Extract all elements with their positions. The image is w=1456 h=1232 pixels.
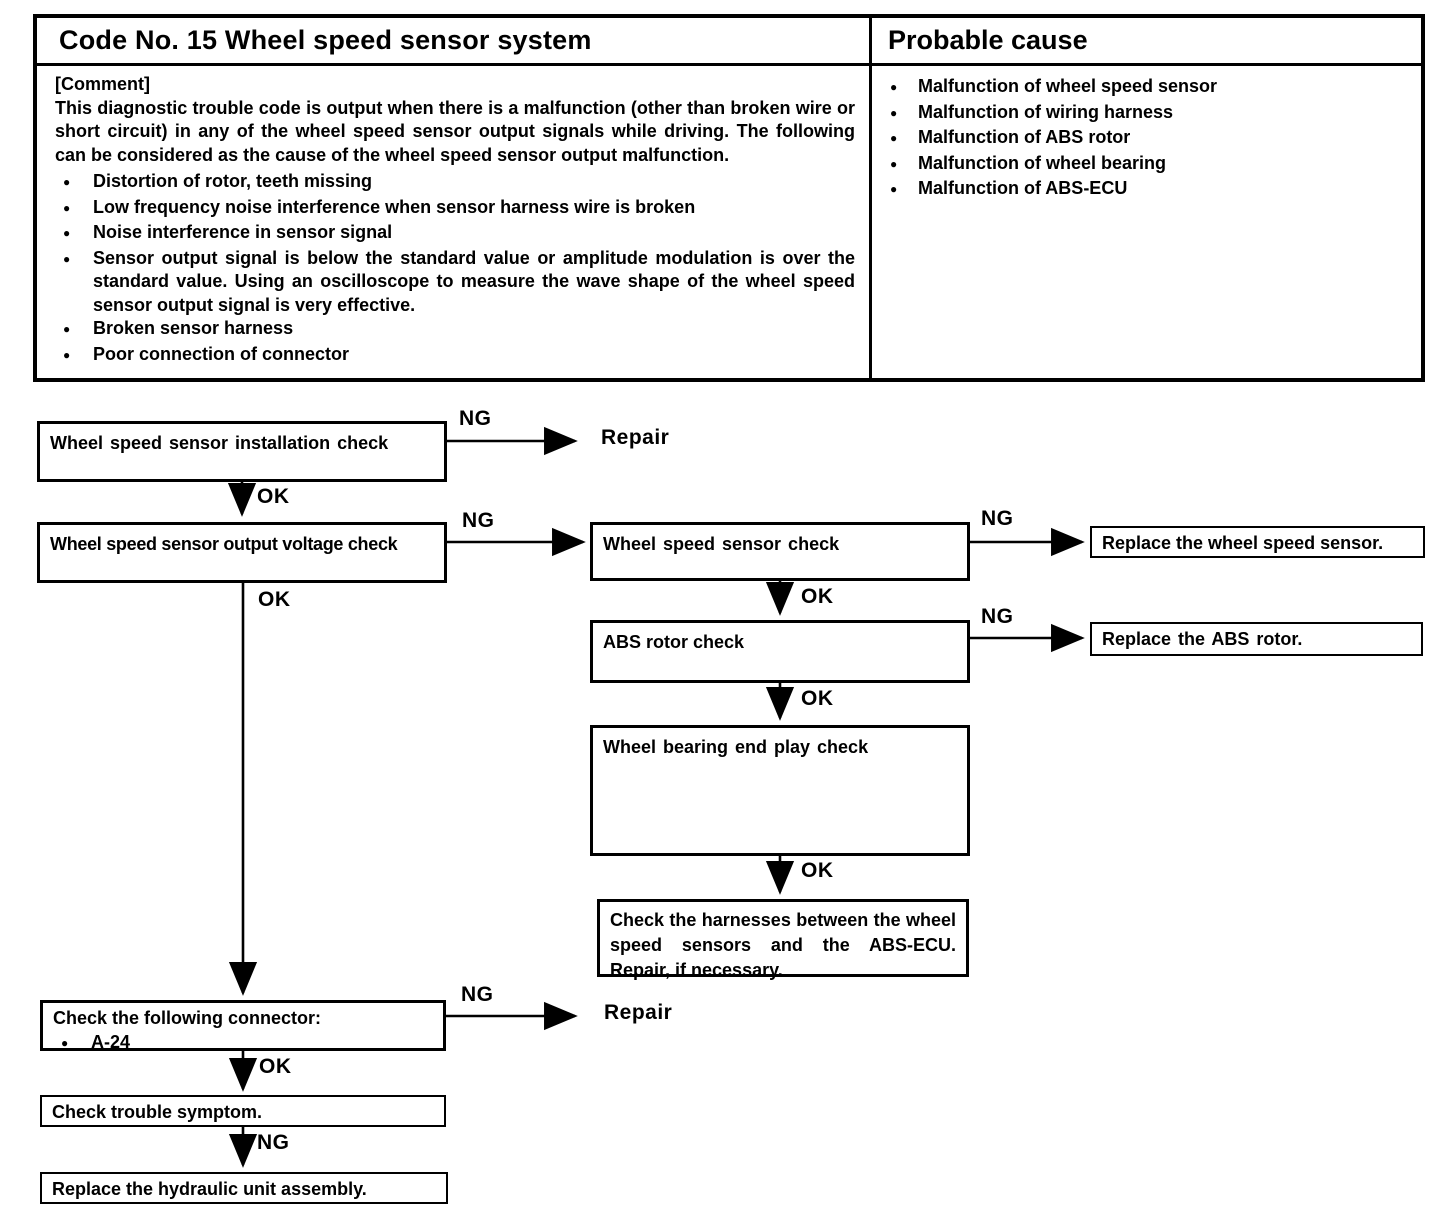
list-item: Malfunction of ABS-ECU [888, 177, 1411, 203]
list-item-text: Noise interference in sensor signal [93, 222, 393, 242]
list-item: A-24 [53, 1031, 433, 1056]
ok-label: OK [259, 1055, 292, 1078]
flow-box-connector-check: Check the following connector: A-24 [40, 1000, 446, 1052]
flow-box-trouble-symptom: Check trouble symptom. [40, 1095, 446, 1127]
ok-label: OK [801, 585, 834, 608]
flow-box-replace-sensor: Replace the wheel speed sensor. [1090, 526, 1425, 558]
list-item: Malfunction of wheel speed sensor [888, 75, 1411, 101]
bullet-icon [890, 126, 918, 152]
bullet-icon [63, 221, 93, 247]
flow-box-sensor-check: Wheel speed sensor check [590, 522, 970, 581]
ng-label: NG [981, 605, 1014, 628]
flow-box-bearing-check: Wheel bearing end play check [590, 725, 970, 856]
flow-box-replace-rotor: Replace the ABS rotor. [1090, 622, 1423, 656]
comment-label: [Comment] [55, 74, 150, 94]
bullet-icon [61, 1031, 91, 1056]
comment-bullet-list: Distortion of rotor, teeth missing Low f… [55, 170, 855, 368]
repair-label: Repair [601, 426, 670, 449]
flow-box-output-voltage-check: Wheel speed sensor output voltage check [37, 522, 447, 583]
bullet-icon [63, 196, 93, 222]
repair-label: Repair [604, 1001, 673, 1024]
list-item: Noise interference in sensor signal [55, 221, 855, 247]
dtc-table-header-row: Code No. 15 Wheel speed sensor system Pr… [37, 18, 1421, 66]
bullet-icon [890, 101, 918, 127]
list-item: Distortion of rotor, teeth missing [55, 170, 855, 196]
bullet-icon [890, 177, 918, 203]
bullet-icon [63, 343, 93, 369]
flow-box-rotor-check: ABS rotor check [590, 620, 970, 683]
bullet-icon [890, 75, 918, 101]
list-item: Poor connection of connector [55, 343, 855, 369]
list-item-text: Malfunction of ABS rotor [918, 127, 1131, 147]
list-item-text: Sensor output signal is below the standa… [93, 247, 855, 315]
flow-box-installation-check: Wheel speed sensor installation check [37, 421, 447, 482]
ng-label: NG [459, 407, 492, 430]
list-item: Broken sensor harness [55, 317, 855, 343]
flow-box-harness-check: Check the harnesses between the wheel sp… [597, 899, 969, 980]
list-item-text: Distortion of rotor, teeth missing [93, 171, 373, 191]
bullet-icon [890, 152, 918, 178]
flow-box-replace-hydraulic: Replace the hydraulic unit assembly. [40, 1172, 448, 1204]
list-item-text: Malfunction of ABS-ECU [918, 178, 1128, 198]
ng-label: NG [461, 983, 494, 1006]
list-item-text: Malfunction of wiring harness [918, 101, 1174, 122]
probable-cause-cell: Malfunction of wheel speed sensor Malfun… [872, 66, 1421, 378]
list-item-text: Low frequency noise interference when se… [93, 196, 696, 217]
connector-item: A-24 [91, 1032, 131, 1052]
ng-label: NG [462, 509, 495, 532]
bullet-icon [63, 317, 93, 343]
ok-label: OK [258, 588, 291, 611]
list-item-text: Malfunction of wheel bearing [918, 152, 1167, 173]
list-item: Malfunction of wheel bearing [888, 152, 1411, 178]
bullet-icon [63, 170, 93, 196]
list-item-text: Poor connection of connector [93, 343, 350, 364]
comment-cell: [Comment] This diagnostic trouble code i… [37, 66, 872, 378]
ok-label: OK [801, 859, 834, 882]
bullet-icon [63, 247, 93, 318]
list-item-text: Malfunction of wheel speed sensor [918, 76, 1218, 96]
list-item: Malfunction of ABS rotor [888, 126, 1411, 152]
probable-cause-header: Probable cause [888, 25, 1088, 55]
list-item: Sensor output signal is below the standa… [55, 247, 855, 318]
list-item-text: Broken sensor harness [93, 318, 294, 338]
comment-text: This diagnostic trouble code is output w… [55, 97, 855, 165]
ng-label: NG [257, 1131, 290, 1154]
connector-check-title: Check the following connector: [53, 1008, 322, 1028]
ok-label: OK [257, 485, 290, 508]
dtc-table-body-row: [Comment] This diagnostic trouble code i… [37, 66, 1421, 378]
ok-label: OK [801, 687, 834, 710]
ng-label: NG [981, 507, 1014, 530]
list-item: Malfunction of wiring harness [888, 101, 1411, 127]
code-header: Code No. 15 Wheel speed sensor system [37, 18, 872, 63]
list-item: Low frequency noise interference when se… [55, 196, 855, 222]
dtc-table: Code No. 15 Wheel speed sensor system Pr… [33, 14, 1425, 382]
